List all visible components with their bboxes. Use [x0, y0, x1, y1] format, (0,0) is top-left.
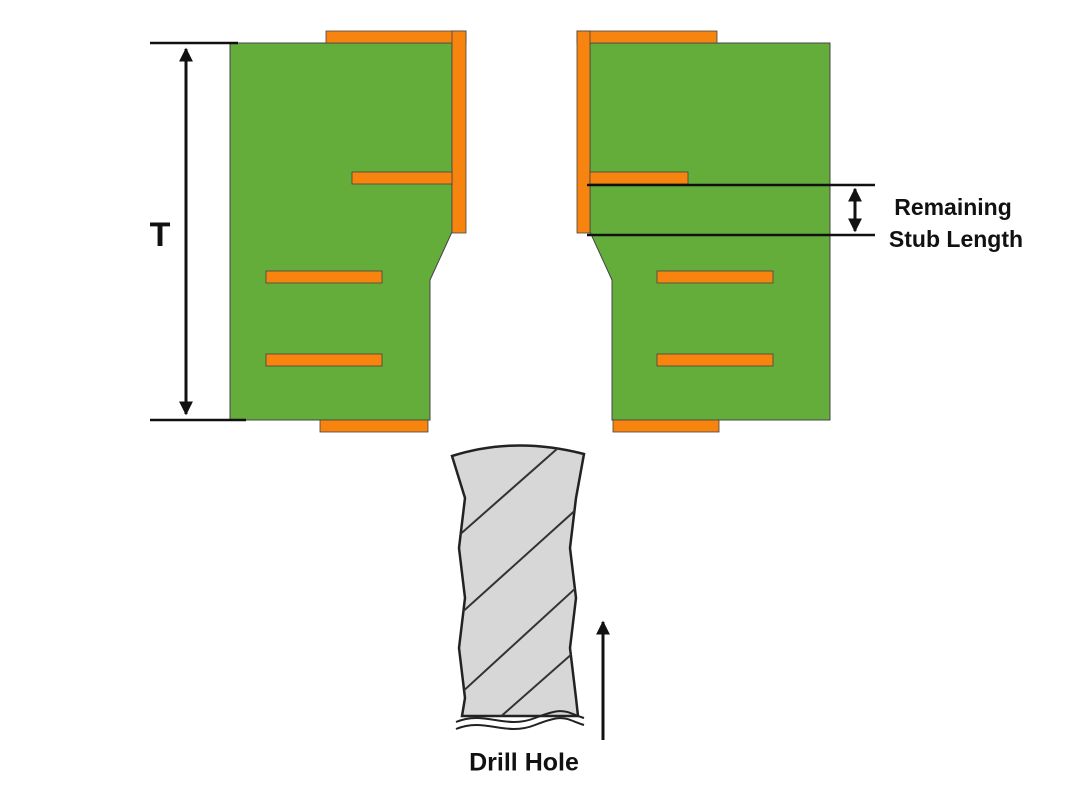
right-inner-trace-1 — [656, 270, 774, 284]
left-bottom-pad — [319, 419, 429, 433]
left-inner-trace-2 — [265, 353, 383, 367]
thickness-label: T — [150, 216, 171, 254]
left-barrel-plating — [451, 30, 467, 234]
right-barrel-plating — [576, 30, 591, 234]
right-pcb-section — [576, 30, 831, 433]
left-pcb-section — [229, 30, 467, 433]
drill-bit-icon — [450, 444, 586, 730]
left-inner-trace-1 — [265, 270, 383, 284]
right-top-pad — [576, 30, 718, 44]
drill-break-line-2 — [455, 717, 585, 730]
drill-hole-label: Drill Hole — [469, 749, 579, 777]
left-stub-trace — [351, 171, 453, 185]
drill-break-line-1 — [455, 710, 585, 723]
left-top-pad — [325, 30, 467, 44]
stub-length-dimension: Remaining Stub Length — [587, 183, 1023, 252]
thickness-dimension: T — [150, 41, 246, 422]
right-bottom-pad — [612, 419, 720, 433]
stub-label-line1: Remaining — [894, 194, 1012, 220]
stub-label-line2: Stub Length — [889, 226, 1023, 252]
drill-body — [450, 444, 586, 718]
right-inner-trace-2 — [656, 353, 774, 367]
right-stub-trace — [589, 171, 689, 185]
